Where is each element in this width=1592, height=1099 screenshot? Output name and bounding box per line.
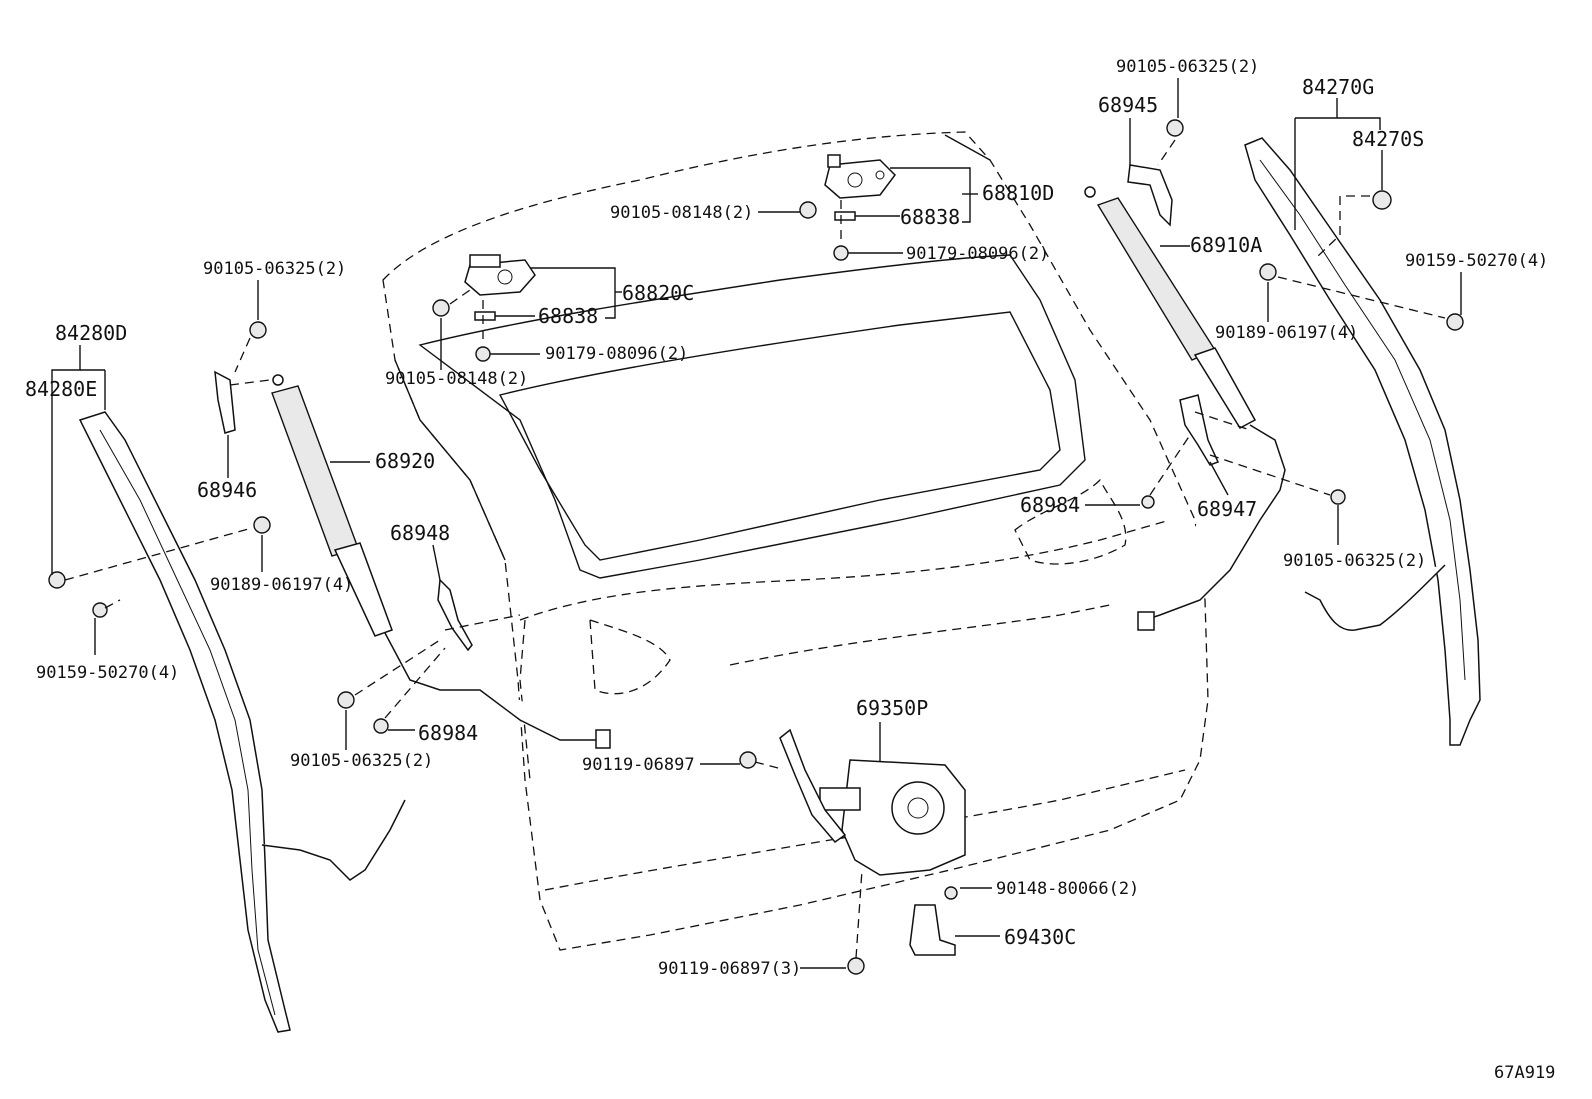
- label-90179-08096-b: 90179-08096(2): [545, 344, 688, 364]
- part-number-labels: 90105-06325(2) 84270G 84270S 68945 68810…: [25, 57, 1555, 1083]
- pinch-sensor-right: [1244, 137, 1481, 746]
- label-90105-06325-left: 90105-06325(2): [203, 259, 346, 279]
- bracket-69430C: [909, 904, 956, 956]
- label-68910A: 68910A: [1190, 233, 1262, 257]
- label-68948: 68948: [390, 521, 450, 545]
- label-68820C: 68820C: [622, 281, 694, 305]
- label-69350P: 69350P: [856, 696, 928, 720]
- fasteners: [48, 119, 1464, 975]
- label-68947: 68947: [1197, 497, 1257, 521]
- label-90119-06897-3: 90119-06897(3): [658, 959, 801, 979]
- bracket-68948: [437, 578, 473, 652]
- label-68838-a: 68838: [900, 205, 960, 229]
- label-90105-06325-right: 90105-06325(2): [1283, 551, 1426, 571]
- stay-assembly-right: [1084, 186, 1286, 631]
- label-68984-left: 68984: [418, 721, 478, 745]
- label-90105-08148-b: 90105-08148(2): [385, 369, 528, 389]
- label-84280D: 84280D: [55, 321, 127, 345]
- back-door-glass-outline: [394, 134, 1086, 579]
- label-68838-b: 68838: [538, 304, 598, 328]
- back-door-panel: [382, 131, 1209, 951]
- label-90105-08148-a: 90105-08148(2): [610, 203, 753, 223]
- label-90159-50270-right: 90159-50270(4): [1405, 251, 1548, 271]
- leader-lines: [51, 78, 1462, 969]
- label-90105-06325-bottom-left: 90105-06325(2): [290, 751, 433, 771]
- label-84270S: 84270S: [1352, 127, 1424, 151]
- label-90105-06325-top: 90105-06325(2): [1116, 57, 1259, 77]
- bracket-68945: [1127, 164, 1173, 227]
- label-90189-06197-right: 90189-06197(4): [1215, 323, 1358, 343]
- label-90119-06897: 90119-06897: [582, 755, 695, 775]
- pinch-sensor-left: [78, 411, 406, 1033]
- label-90148-80066: 90148-80066(2): [996, 879, 1139, 899]
- bracket-68947: [1179, 394, 1220, 466]
- actuator-69350P: [779, 728, 966, 876]
- label-90159-50270-left: 90159-50270(4): [36, 663, 179, 683]
- hinge-68810D: [824, 154, 896, 221]
- hinge-68820C: [464, 254, 536, 321]
- label-68920: 68920: [375, 449, 435, 473]
- label-68945: 68945: [1098, 93, 1158, 117]
- label-90179-08096-a: 90179-08096(2): [906, 244, 1049, 264]
- label-69430C: 69430C: [1004, 925, 1076, 949]
- label-84280E: 84280E: [25, 377, 97, 401]
- label-84270G: 84270G: [1302, 75, 1374, 99]
- label-68810D: 68810D: [982, 181, 1054, 205]
- label-68984-right: 68984: [1020, 493, 1080, 517]
- label-68946: 68946: [197, 478, 257, 502]
- diagram-reference-code: 67A919: [1494, 1063, 1555, 1083]
- stay-assembly-left: [271, 374, 611, 749]
- bracket-68946: [214, 370, 236, 434]
- label-90189-06197-left: 90189-06197(4): [210, 575, 353, 595]
